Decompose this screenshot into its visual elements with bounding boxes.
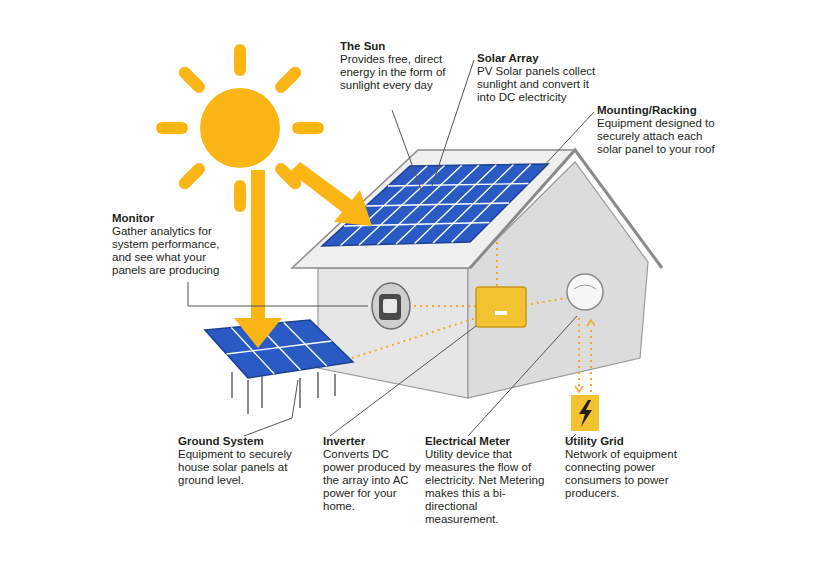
callout-heading: Electrical Meter (425, 435, 545, 448)
sunlight-arrow (234, 170, 282, 348)
callout-text: Gather analytics for system performance,… (112, 225, 238, 277)
ground-solar-panel (205, 320, 353, 378)
panel-grid (388, 184, 529, 187)
wire (525, 298, 567, 305)
grid-sign (571, 395, 599, 431)
monitor-face (383, 299, 397, 313)
ground-leg (247, 380, 249, 414)
callout-text: Equipment to securely house solar panels… (178, 448, 308, 487)
sun-ray (156, 122, 188, 134)
callout-heading: Mounting/Racking (597, 104, 725, 117)
callout-heading: Utility Grid (565, 435, 700, 448)
ground-leg (334, 374, 336, 396)
callout-heading: Monitor (112, 212, 238, 225)
wire (352, 318, 476, 358)
callout-heading: The Sun (340, 40, 460, 53)
ground-leg (231, 372, 233, 398)
leader-line (392, 110, 422, 192)
sun-ray (176, 64, 207, 95)
leader-line (244, 380, 298, 436)
lightning-symbol (579, 400, 592, 427)
roof (292, 150, 575, 268)
panel-grid (366, 203, 509, 206)
callout-text: Converts DC power produced by the array … (323, 448, 423, 513)
arrow-head (575, 386, 583, 392)
callout-text: Utility device that measures the flow of… (425, 448, 545, 526)
sun-ray (273, 64, 304, 95)
leader-line (432, 60, 474, 186)
sun-ray (234, 44, 246, 76)
meter-dial (574, 285, 596, 289)
sun (200, 88, 280, 168)
panel-grid (227, 341, 332, 354)
callout-heading: Solar Array (477, 52, 597, 65)
callout-text: Equipment designed to securely attach ea… (597, 117, 725, 156)
sun-ray (234, 180, 246, 212)
callout-heading: Ground System (178, 435, 308, 448)
inverter-box (476, 287, 526, 327)
leader-line (540, 112, 594, 170)
leader-line (468, 316, 577, 436)
house-front-wall (318, 268, 468, 398)
ground-leg (317, 372, 319, 398)
grid-wire (590, 330, 592, 392)
arrow-head (587, 320, 595, 326)
callout-text: Provides free, direct energy in the form… (340, 53, 460, 92)
sun-ray (176, 161, 207, 192)
monitor-screen (379, 294, 401, 320)
leader-line (330, 326, 476, 436)
callout-text: PV Solar panels collect sunlight and con… (477, 65, 597, 104)
wire (496, 242, 498, 288)
wire (410, 305, 476, 307)
grid-wire (578, 318, 580, 388)
sunlight-arrow (290, 162, 372, 226)
callout-heading: Inverter (323, 435, 423, 448)
sun-ray (292, 122, 324, 134)
callout-text: Network of equipment connecting power co… (565, 448, 700, 500)
electrical-meter (567, 274, 603, 310)
monitor-device (372, 283, 410, 329)
panel-frame (205, 320, 353, 378)
ground-leg (299, 378, 301, 408)
inverter-display (495, 311, 507, 315)
leader-line (188, 282, 368, 306)
